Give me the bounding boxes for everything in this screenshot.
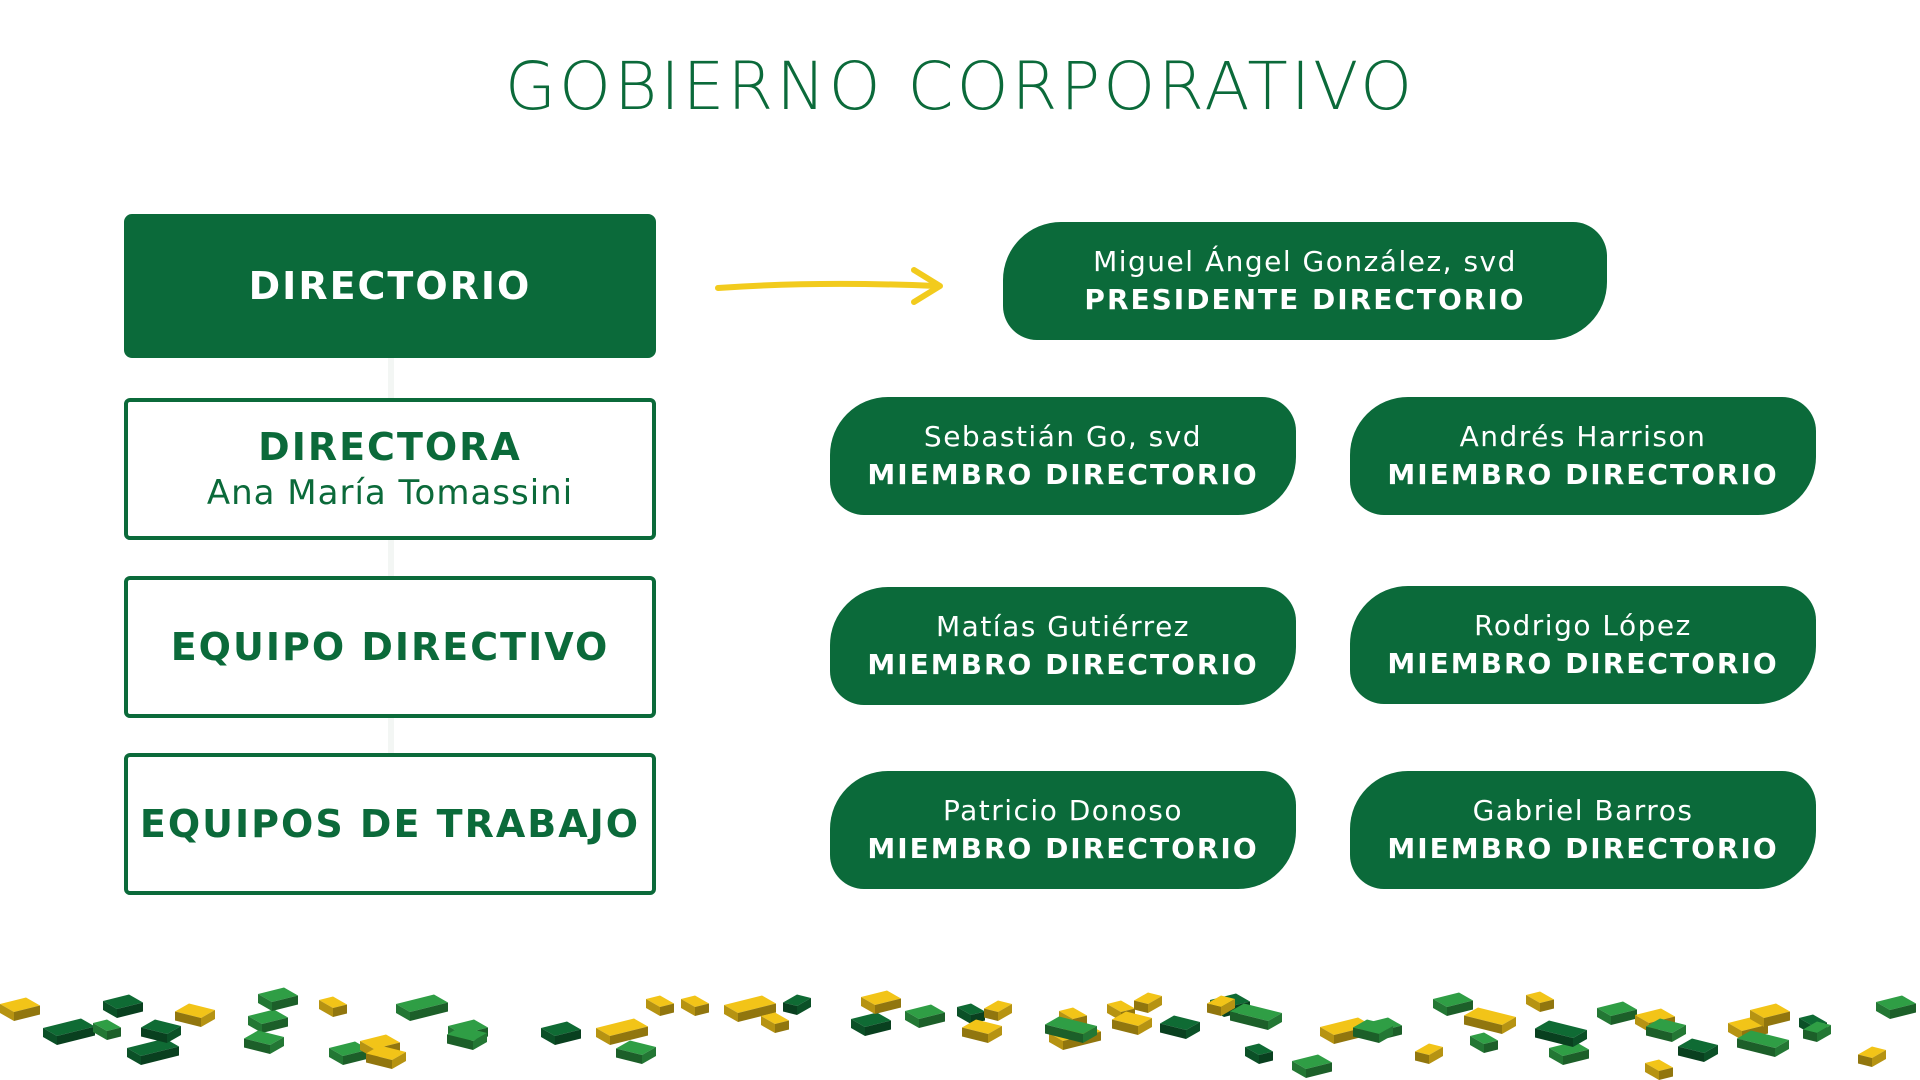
box-directora: DIRECTORA Ana María Tomassini	[124, 398, 656, 540]
member-name: Rodrigo López	[1474, 609, 1692, 642]
pill-member: Sebastián Go, svd MIEMBRO DIRECTORIO	[830, 397, 1296, 515]
lego-brick	[1160, 1015, 1200, 1039]
box-equipos-de-trabajo: EQUIPOS DE TRABAJO	[124, 753, 656, 895]
lego-brick	[329, 1041, 369, 1065]
lego-brick	[127, 1038, 179, 1065]
member-role: MIEMBRO DIRECTORIO	[1387, 458, 1779, 491]
lego-brick	[1597, 1001, 1637, 1025]
president-name: Miguel Ángel González, svd	[1093, 245, 1517, 278]
lego-brick	[258, 987, 298, 1011]
member-name: Matías Gutiérrez	[936, 610, 1190, 643]
lego-brick	[1803, 1021, 1831, 1042]
vertical-connector	[388, 356, 394, 756]
lego-brick	[646, 995, 674, 1016]
lego-brick	[1415, 1043, 1443, 1064]
lego-brick	[43, 1018, 95, 1045]
box-equipo-directivo: EQUIPO DIRECTIVO	[124, 576, 656, 718]
lego-brick	[1876, 995, 1916, 1019]
box-directora-label: DIRECTORA	[258, 425, 522, 469]
lego-brick	[1112, 1011, 1152, 1035]
lego-brick	[244, 1030, 284, 1054]
pill-member: Gabriel Barros MIEMBRO DIRECTORIO	[1350, 771, 1816, 889]
member-role: MIEMBRO DIRECTORIO	[867, 648, 1259, 681]
pill-member: Andrés Harrison MIEMBRO DIRECTORIO	[1350, 397, 1816, 515]
lego-bricks-pattern	[0, 987, 1916, 1080]
lego-brick	[1645, 1059, 1673, 1080]
lego-brick	[1549, 1041, 1589, 1065]
box-equipos-de-trabajo-label: EQUIPOS DE TRABAJO	[139, 802, 641, 846]
member-role: MIEMBRO DIRECTORIO	[867, 832, 1259, 865]
lego-brick	[1470, 1032, 1498, 1053]
lego-brick	[681, 995, 709, 1016]
lego-brick	[1535, 1020, 1587, 1047]
lego-brick	[1750, 1003, 1790, 1027]
member-role: MIEMBRO DIRECTORIO	[867, 458, 1259, 491]
lego-brick	[396, 994, 448, 1021]
member-name: Andrés Harrison	[1459, 420, 1707, 453]
box-directora-name: Ana María Tomassini	[206, 473, 574, 513]
pill-member: Matías Gutiérrez MIEMBRO DIRECTORIO	[830, 587, 1296, 705]
lego-brick	[1292, 1054, 1332, 1078]
lego-brick	[984, 1000, 1012, 1021]
member-role: MIEMBRO DIRECTORIO	[1387, 647, 1779, 680]
lego-brick	[1207, 995, 1235, 1016]
lego-brick	[1230, 1003, 1282, 1030]
lego-brick	[103, 994, 143, 1018]
lego-brick	[1134, 992, 1162, 1013]
lego-brick	[447, 1026, 487, 1050]
lego-brick	[541, 1021, 581, 1045]
lego-brick	[861, 990, 901, 1014]
page-title: GOBIERNO CORPORATIVO	[504, 48, 1416, 125]
lego-brick	[761, 1012, 789, 1033]
pill-president: Miguel Ángel González, svd PRESIDENTE DI…	[1003, 222, 1607, 340]
lego-brick	[0, 997, 40, 1021]
lego-brick	[141, 1019, 181, 1043]
lego-brick	[851, 1012, 891, 1036]
arrow-right-icon	[715, 267, 943, 305]
lego-brick	[1433, 992, 1473, 1016]
member-name: Gabriel Barros	[1472, 794, 1694, 827]
box-directorio-label: DIRECTORIO	[248, 264, 532, 308]
lego-brick	[1737, 1030, 1789, 1057]
lego-brick	[616, 1040, 656, 1064]
lego-brick	[1858, 1046, 1886, 1067]
president-role: PRESIDENTE DIRECTORIO	[1084, 283, 1526, 316]
pill-member: Patricio Donoso MIEMBRO DIRECTORIO	[830, 771, 1296, 889]
lego-brick	[905, 1004, 945, 1028]
lego-brick	[1045, 1016, 1097, 1043]
lego-brick	[175, 1003, 215, 1027]
lego-brick	[319, 996, 347, 1017]
lego-brick	[93, 1019, 121, 1040]
member-role: MIEMBRO DIRECTORIO	[1387, 832, 1779, 865]
box-equipo-directivo-label: EQUIPO DIRECTIVO	[170, 625, 610, 669]
lego-brick	[783, 994, 811, 1015]
lego-brick	[248, 1009, 288, 1033]
lego-brick	[1245, 1043, 1273, 1064]
lego-brick	[724, 995, 776, 1022]
lego-brick	[1526, 991, 1554, 1012]
pill-member: Rodrigo López MIEMBRO DIRECTORIO	[1350, 586, 1816, 704]
lego-brick	[1678, 1038, 1718, 1062]
lego-brick	[1646, 1018, 1686, 1042]
lego-brick	[1464, 1007, 1516, 1034]
lego-brick	[366, 1045, 406, 1069]
lego-brick	[1353, 1019, 1393, 1043]
member-name: Patricio Donoso	[942, 794, 1184, 827]
lego-brick	[596, 1018, 648, 1045]
box-directorio: DIRECTORIO	[124, 214, 656, 358]
member-name: Sebastián Go, svd	[923, 420, 1203, 453]
lego-brick	[962, 1019, 1002, 1043]
